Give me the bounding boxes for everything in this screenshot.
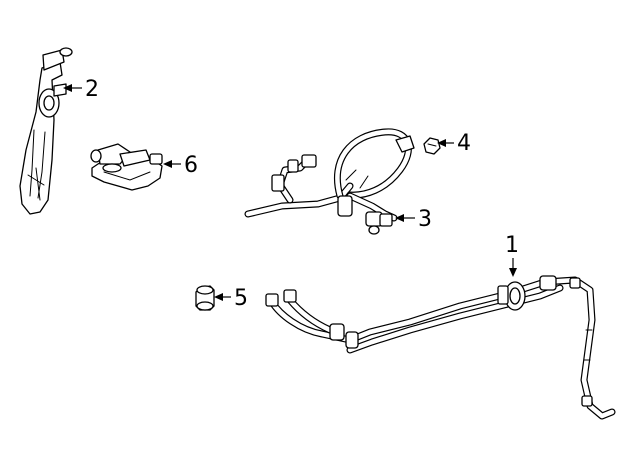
- callout-6-label: 6: [184, 153, 198, 178]
- callout-5-label: 5: [234, 286, 248, 311]
- part-3-harness: [244, 128, 415, 235]
- callout-6: 6: [163, 153, 198, 178]
- callout-1-label: 1: [505, 233, 519, 258]
- callout-3: 3: [395, 207, 432, 232]
- part-6-bracket: [90, 143, 163, 191]
- part-4-clip: [423, 137, 441, 155]
- callout-2-label: 2: [85, 77, 99, 102]
- callout-1: 1: [505, 233, 519, 277]
- callout-3-label: 3: [418, 207, 432, 232]
- part-2-ground-strap: [19, 47, 73, 215]
- callout-4-label: 4: [457, 131, 471, 156]
- part-1-cable: [265, 275, 616, 420]
- callout-5: 5: [214, 286, 248, 311]
- callout-2: 2: [63, 77, 99, 102]
- callout-4: 4: [437, 131, 471, 156]
- part-5-bushing: [195, 285, 215, 311]
